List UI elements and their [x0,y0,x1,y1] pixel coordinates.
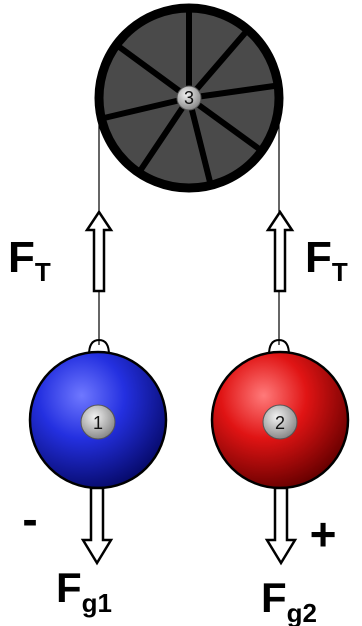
ball-1: 1 [28,350,168,490]
ball-2-badge [262,404,298,440]
gravity-arrow-right [264,486,298,566]
ball-2: 2 [210,350,350,490]
sign-label-right: + [310,508,337,560]
gravity-label-left: Fg1 [56,564,112,618]
sign-label-left: - [22,493,37,545]
hook-right [268,338,290,356]
pulley-axle-number: 3 [184,88,194,108]
tension-label-right: FT [305,233,348,287]
pulley-spokes [103,12,275,183]
tension-arrow-right [265,209,295,293]
pulley-axle-badge [176,85,202,111]
gravity-label-right: Fg2 [261,574,317,626]
ball-1-number: 1 [93,413,103,433]
tension-label-left: FT [8,233,51,287]
ball-2-number: 2 [275,413,285,433]
ball-1-badge [80,404,116,440]
hook-left [88,338,110,356]
tension-arrow-left [84,209,114,293]
pulley-wheel: 3 [94,3,284,193]
gravity-arrow-left [80,486,114,566]
